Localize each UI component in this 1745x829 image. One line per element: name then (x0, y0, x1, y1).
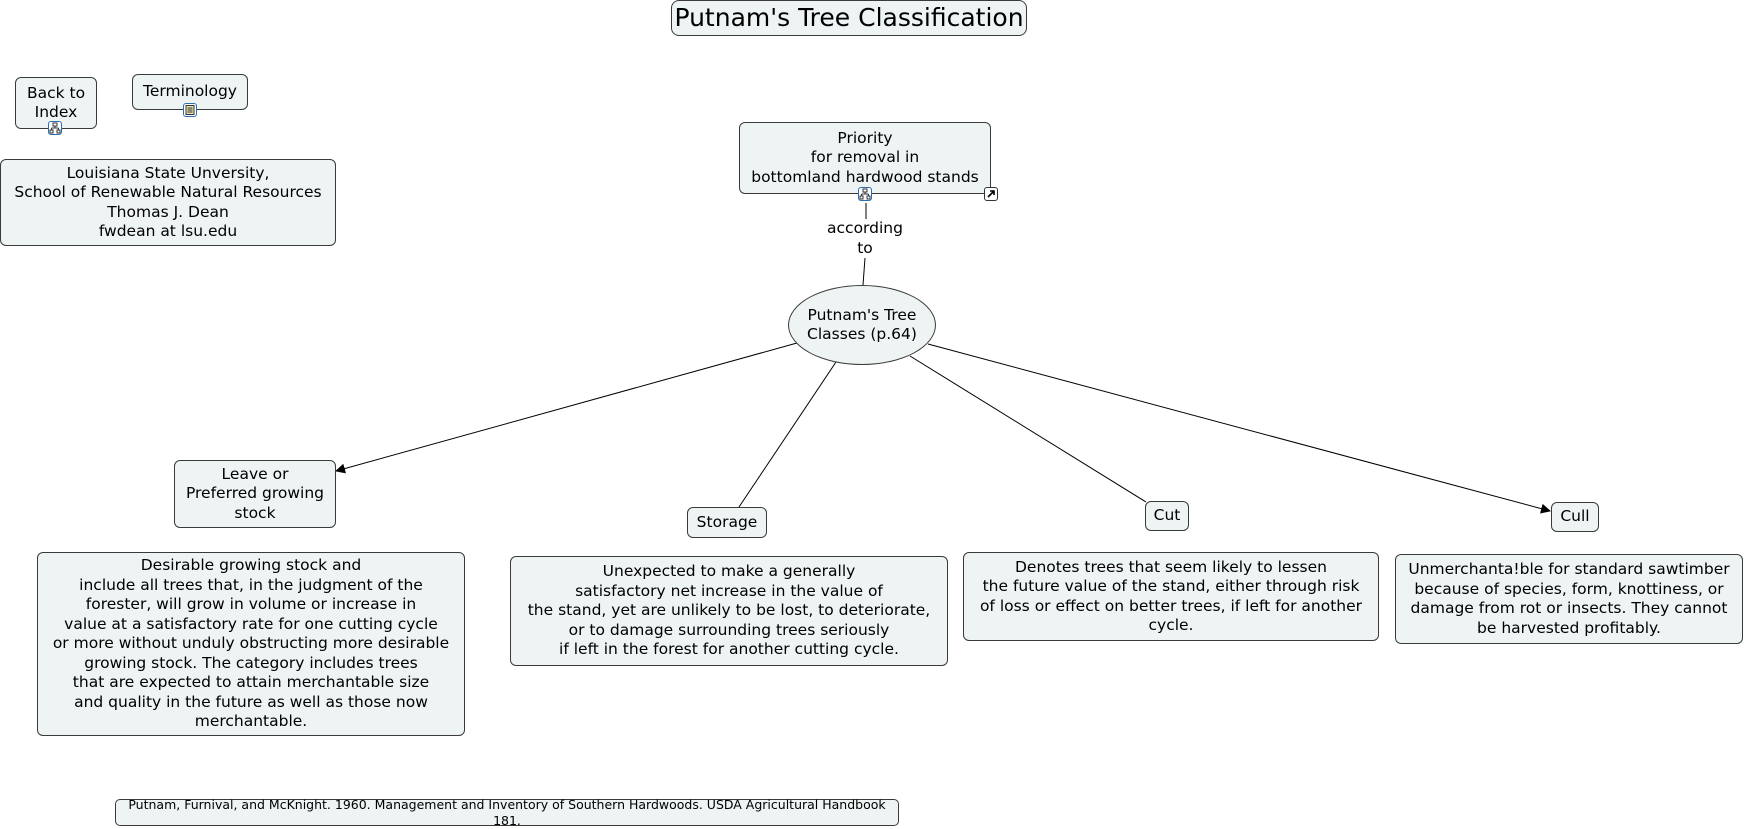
link-center-to-cut (909, 355, 1147, 503)
link-center-to-storage (738, 361, 837, 508)
priority-node[interactable]: Priority for removal in bottomland hardw… (739, 122, 991, 194)
center-node-label: Putnam's Tree Classes (p.64) (807, 305, 917, 344)
class-node-cull: Cull (1551, 502, 1599, 532)
description-leave: Desirable growing stock and include all … (37, 552, 465, 736)
author-name: Thomas J. Dean (107, 202, 229, 221)
link-label-according-to: according to (818, 219, 912, 258)
priority-node-label: Priority for removal in bottomland hardw… (751, 128, 979, 186)
description-cut: Denotes trees that seem likely to lessen… (963, 552, 1379, 641)
terminology-button[interactable]: Terminology (132, 74, 248, 110)
reference-text: Putnam, Furnival, and McKnight. 1960. Ma… (128, 796, 886, 828)
class-storage-label: Storage (696, 512, 758, 531)
description-cull-text: Unmerchanta!ble for standard sawtimber b… (1408, 560, 1730, 637)
description-storage: Unexpected to make a generally satisfact… (510, 556, 948, 666)
class-cut-label: Cut (1153, 506, 1181, 525)
author-info-box: Louisiana State Unversity, School of Ren… (0, 159, 336, 246)
description-cull: Unmerchanta!ble for standard sawtimber b… (1395, 554, 1743, 644)
back-to-index-label: Back to Index (26, 83, 86, 122)
author-school: School of Renewable Natural Resources (14, 183, 322, 201)
class-node-leave: Leave or Preferred growing stock (174, 460, 336, 528)
class-node-storage: Storage (687, 507, 767, 538)
description-leave-text: Desirable growing stock and include all … (52, 556, 450, 731)
page-title: Putnam's Tree Classification (671, 0, 1027, 36)
concept-map-icon[interactable] (858, 187, 872, 201)
external-link-icon[interactable] (984, 187, 998, 201)
center-node: Putnam's Tree Classes (p.64) (788, 285, 936, 365)
reference-citation: Putnam, Furnival, and McKnight. 1960. Ma… (115, 796, 899, 828)
link-label-to-center (862, 257, 866, 286)
description-storage-text: Unexpected to make a generally satisfact… (527, 562, 931, 659)
link-center-to-cull (927, 343, 1551, 514)
author-institution: Louisiana State Unversity, (66, 163, 270, 182)
link-center-to-leave (335, 342, 798, 474)
class-node-cut: Cut (1145, 501, 1189, 531)
class-leave-label: Leave or Preferred growing stock (185, 464, 325, 522)
back-to-index-button[interactable]: Back to Index (15, 77, 97, 129)
terminology-label: Terminology (143, 82, 237, 101)
document-icon[interactable] (183, 103, 197, 117)
concept-map-icon[interactable] (48, 121, 62, 135)
author-email: fwdean at lsu.edu (98, 222, 238, 240)
description-cut-text: Denotes trees that seem likely to lessen… (979, 557, 1363, 635)
class-cull-label: Cull (1560, 507, 1590, 526)
